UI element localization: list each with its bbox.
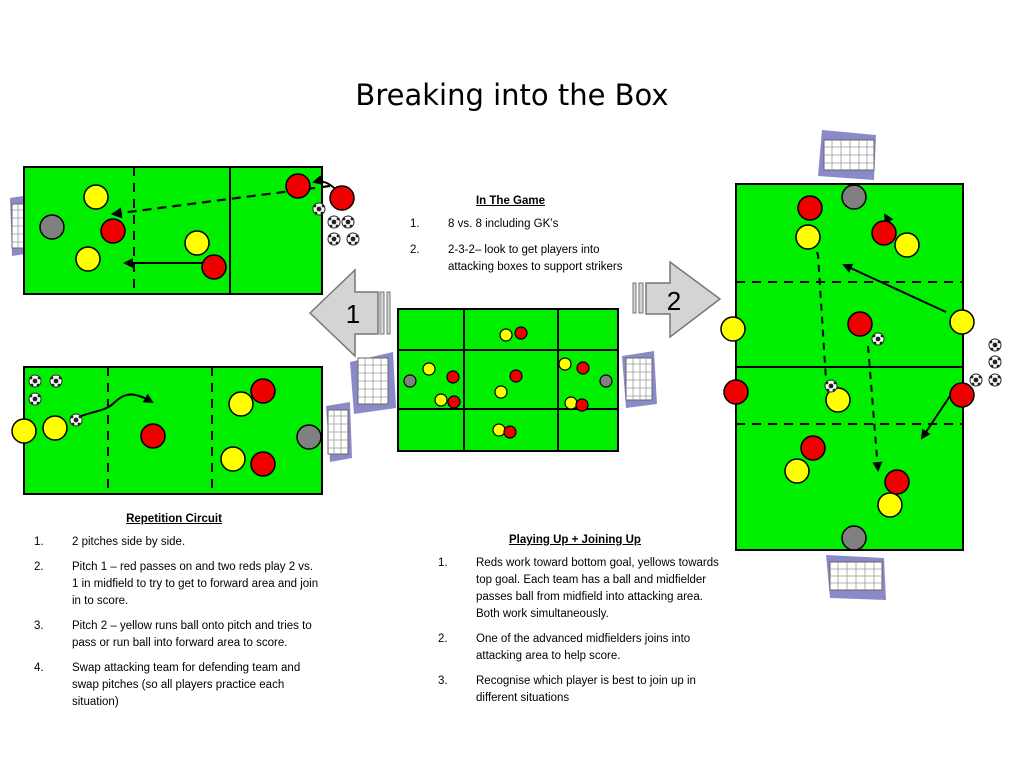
item-number: 2. <box>438 633 448 645</box>
in-the-game-block: In The Game 1.8 vs. 8 including GK’s 2.2… <box>398 193 623 285</box>
goalkeeper <box>296 424 322 450</box>
yellow-player <box>795 224 821 250</box>
item-number: 3. <box>438 675 448 687</box>
item-text: Pitch 1 – red passes on and two reds pla… <box>72 561 319 607</box>
game-pitch <box>350 308 657 452</box>
item-text: One of the advanced midfielders joins in… <box>476 633 691 662</box>
item-number: 1. <box>34 536 44 548</box>
right-pitch <box>720 130 1002 600</box>
red-player <box>140 423 166 449</box>
item-number: 2. <box>410 244 420 256</box>
red-player <box>201 254 227 280</box>
goal-top <box>818 130 876 180</box>
in-the-game-heading: In The Game <box>475 195 546 207</box>
goalkeeper <box>39 214 65 240</box>
red-player <box>250 451 276 477</box>
yellow-player <box>83 184 109 210</box>
goal-game-pitch-left <box>350 352 396 414</box>
red-player <box>329 185 355 211</box>
playing-up-heading: Playing Up + Joining Up <box>509 534 641 546</box>
red-player <box>797 195 823 221</box>
item-text: Swap attacking team for defending team a… <box>72 662 301 708</box>
repetition-circuit-heading: Repetition Circuit <box>126 513 222 525</box>
list-item: 3. Pitch 2 – yellow runs ball onto pitch … <box>26 618 322 652</box>
pitch-2 <box>11 366 352 495</box>
arrow-2: 2 <box>632 260 722 339</box>
red-player <box>250 378 276 404</box>
list-item: 1. Reds work toward bottom goal, yellows … <box>430 555 720 623</box>
yellow-player <box>720 316 746 342</box>
arrow-1: 1 <box>308 268 391 358</box>
goal-pitch-2 <box>326 402 352 462</box>
red-player <box>871 220 897 246</box>
yellow-player <box>894 232 920 258</box>
list-item: 3. Recognise which player is best to join… <box>430 673 720 707</box>
item-number: 3. <box>34 620 44 632</box>
item-number: 2. <box>34 561 44 573</box>
pitch-2-field <box>23 366 323 495</box>
item-text: Reds work toward bottom goal, yellows to… <box>476 557 719 620</box>
item-text: Recognise which player is best to join u… <box>476 675 696 704</box>
red-player <box>100 218 126 244</box>
list-item: 2. 2-3-2– look to get players into attack… <box>398 242 623 276</box>
arrow-1-label: 1 <box>346 299 360 329</box>
red-player <box>949 382 975 408</box>
red-player <box>800 435 826 461</box>
yellow-player <box>220 446 246 472</box>
repetition-circuit-block: Repetition Circuit 1. 2 pitches side by s… <box>26 511 322 719</box>
red-player <box>285 173 311 199</box>
item-number: 4. <box>34 662 44 674</box>
goal-game-pitch <box>622 351 657 408</box>
red-player <box>723 379 749 405</box>
yellow-player <box>42 415 68 441</box>
pitch-1-field <box>23 166 323 295</box>
list-item: 1. 8 vs. 8 including GK’s <box>398 216 623 233</box>
list-item: 1. 2 pitches side by side. <box>26 534 322 551</box>
red-player <box>847 311 873 337</box>
yellow-player <box>949 309 975 335</box>
list-item: 4. Swap attacking team for defending team… <box>26 660 322 711</box>
list-item: 2. One of the advanced midfielders joins … <box>430 631 720 665</box>
list-item: 2. Pitch 1 – red passes on and two reds p… <box>26 559 322 610</box>
red-player <box>884 469 910 495</box>
yellow-player <box>228 391 254 417</box>
item-text: Pitch 2 – yellow runs ball onto pitch an… <box>72 620 312 649</box>
item-text: 2 pitches side by side. <box>72 536 186 548</box>
item-number: 1. <box>410 218 420 230</box>
arrow-2-label: 2 <box>667 286 681 316</box>
yellow-player <box>184 230 210 256</box>
pitch-1 <box>10 166 360 295</box>
yellow-player <box>825 387 851 413</box>
yellow-player <box>75 246 101 272</box>
goalkeeper <box>841 184 867 210</box>
item-number: 1. <box>438 557 448 569</box>
yellow-player <box>877 492 903 518</box>
item-text: 2-3-2– look to get players into attackin… <box>448 244 623 273</box>
page-title: Breaking into the Box <box>355 78 669 112</box>
playing-up-block: Playing Up + Joining Up 1. Reds work towa… <box>430 532 720 715</box>
yellow-player <box>11 418 37 444</box>
goal-bottom <box>826 555 886 600</box>
yellow-player <box>784 458 810 484</box>
goalkeeper <box>841 525 867 551</box>
item-text: 8 vs. 8 including GK’s <box>448 218 559 230</box>
